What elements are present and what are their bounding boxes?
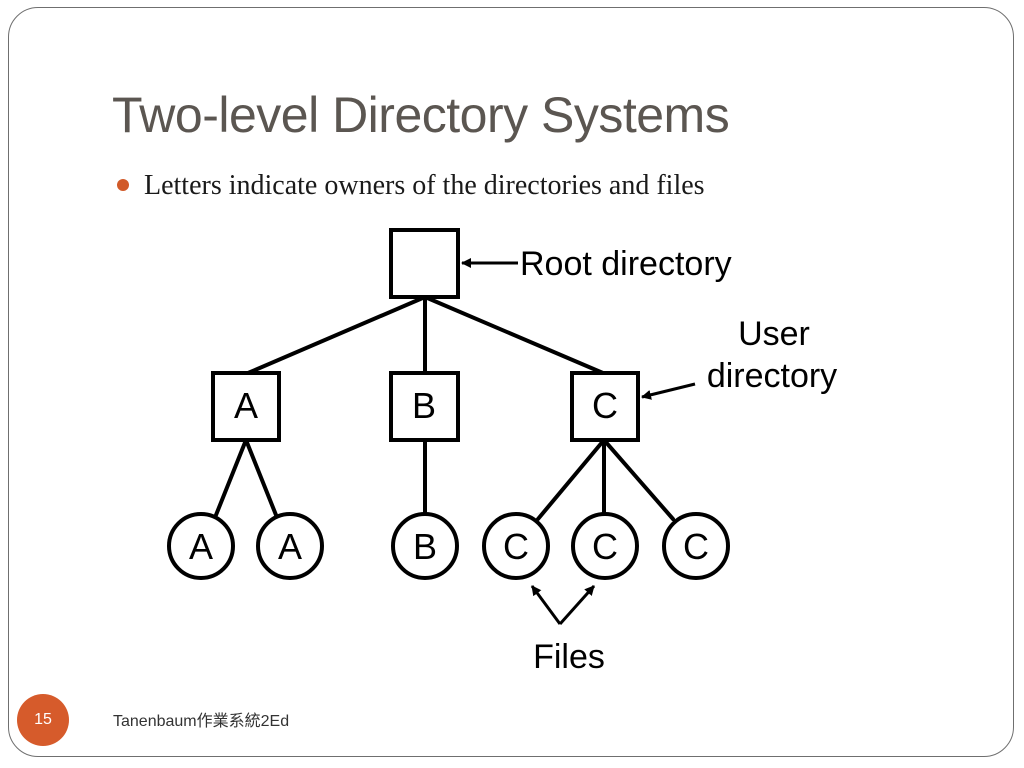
- file-circle: [482, 512, 550, 580]
- files-arrow-right: [558, 584, 596, 626]
- file-circle: [167, 512, 235, 580]
- user-directory-box: [389, 371, 460, 442]
- edge-c-to-file-6: [602, 438, 675, 521]
- file-circle: [391, 512, 459, 580]
- file-label: C: [683, 526, 709, 567]
- user-directory-box: [211, 371, 281, 442]
- file-label: C: [592, 526, 618, 567]
- file-circle: [662, 512, 730, 580]
- page-number-badge: 15: [17, 694, 69, 746]
- slide-frame: [8, 7, 1014, 757]
- file-circle: [256, 512, 324, 580]
- user-directory-label: C: [592, 385, 618, 426]
- file-label: B: [413, 526, 437, 567]
- footer-text: Tanenbaum作業系統2Ed: [113, 713, 290, 730]
- page-number: 15: [34, 711, 52, 728]
- user-directory-label-line1: User: [738, 315, 810, 353]
- file-label: A: [189, 526, 213, 567]
- file-label: C: [503, 526, 529, 567]
- user-directory-label-line2: directory: [707, 357, 837, 395]
- edge-root-to-a: [246, 295, 427, 375]
- user-directory-label: B: [412, 385, 436, 426]
- edge-c-to-file-4: [536, 438, 606, 521]
- slide-title: Two-level Directory Systems: [112, 87, 730, 143]
- files-arrow-left: [530, 585, 562, 625]
- root-directory-box: [389, 228, 460, 299]
- edge-root-to-c: [423, 295, 605, 375]
- bullet-text: Letters indicate owners of the directori…: [144, 170, 705, 201]
- files-label: Files: [533, 638, 605, 676]
- file-label: A: [278, 526, 302, 567]
- user-directory-arrow: [641, 382, 696, 400]
- user-directory-box: [570, 371, 640, 442]
- root-directory-label: Root directory: [520, 245, 732, 283]
- file-circle: [571, 512, 639, 580]
- bullet-item: Letters indicate owners of the directori…: [117, 170, 705, 202]
- edge-a-to-file-2: [244, 438, 278, 517]
- bullet-dot-icon: [117, 178, 129, 191]
- user-directory-label: A: [234, 385, 258, 426]
- edge-a-to-file-1: [214, 438, 248, 517]
